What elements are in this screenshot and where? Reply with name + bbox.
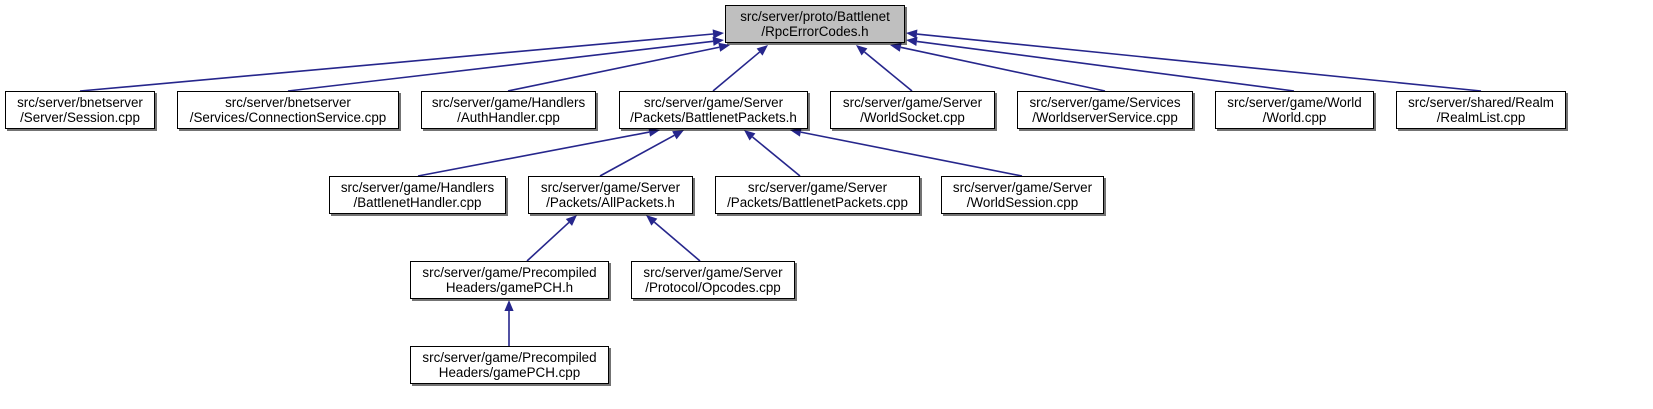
graph-edge-world-to-root [906, 36, 1295, 92]
edge-arrowhead [646, 215, 658, 226]
graph-node-label: src/server/game/Server /WorldSession.cpp [952, 179, 1093, 211]
edge-line [599, 134, 675, 177]
graph-edge-battlenetpackets-h-to-root [712, 45, 768, 92]
edge-arrowhead [856, 45, 868, 56]
graph-node-label: src/server/game/Server /Packets/Battlene… [630, 94, 797, 126]
graph-node-realmlist[interactable]: src/server/shared/Realm /RealmList.cpp [1396, 91, 1566, 129]
graph-node-gamepch-h[interactable]: src/server/game/Precompiled Headers/game… [410, 261, 609, 299]
edge-line [79, 33, 714, 92]
graph-node-label: src/server/bnetserver /Server/Session.cp… [17, 94, 143, 126]
graph-node-worldserverservice[interactable]: src/server/game/Services /WorldserverSer… [1017, 91, 1193, 129]
graph-node-allpackets[interactable]: src/server/game/Server /Packets/AllPacke… [528, 176, 693, 214]
graph-node-label: src/server/game/Server /Packets/AllPacke… [540, 179, 681, 211]
edge-line [863, 51, 913, 92]
edge-arrowhead [890, 42, 902, 52]
edge-line [800, 131, 1023, 177]
graph-node-authhandler[interactable]: src/server/game/Handlers /AuthHandler.cp… [421, 91, 596, 129]
graph-node-label: src/server/game/Server /WorldSocket.cpp [842, 94, 983, 126]
graph-edge-allpackets-to-battlenetpackets-h [599, 130, 684, 177]
edge-arrowhead [906, 36, 918, 46]
graph-node-bnet-connectionservice[interactable]: src/server/bnetserver /Services/Connecti… [177, 91, 399, 129]
graph-edge-bnet-session-to-root [79, 29, 724, 92]
graph-node-label: src/server/game/Handlers /BattlenetHandl… [340, 179, 495, 211]
graph-node-root[interactable]: src/server/proto/Battlenet /RpcErrorCode… [725, 5, 905, 43]
graph-edge-gamepch-cpp-to-gamepch-h [504, 300, 514, 346]
graph-node-label: src/server/bnetserver /Services/Connecti… [189, 94, 387, 126]
graph-node-label: src/server/game/Server /Packets/Battlene… [727, 179, 908, 211]
graph-edge-battlenetpackets-cpp-to-battlenetpackets-h [744, 130, 801, 177]
graph-node-worldsocket[interactable]: src/server/game/Server /WorldSocket.cpp [830, 91, 995, 129]
graph-edge-worldsession-to-battlenetpackets-h [790, 127, 1023, 177]
graph-node-label: src/server/game/World /World.cpp [1227, 94, 1362, 126]
graph-node-opcodes[interactable]: src/server/game/Server /Protocol/Opcodes… [631, 261, 795, 299]
graph-node-label: src/server/proto/Battlenet /RpcErrorCode… [740, 8, 890, 40]
graph-node-worldsession[interactable]: src/server/game/Server /WorldSession.cpp [941, 176, 1104, 214]
edge-line [916, 33, 1482, 92]
graph-node-battlenethandler[interactable]: src/server/game/Handlers /BattlenetHandl… [329, 176, 506, 214]
edge-line [417, 131, 650, 177]
edge-line [751, 136, 801, 177]
edge-line [287, 40, 714, 92]
graph-node-label: src/server/game/Handlers /AuthHandler.cp… [431, 94, 586, 126]
graph-edge-worldsocket-to-root [856, 45, 913, 92]
graph-edge-battlenethandler-to-battlenetpackets-h [417, 127, 660, 177]
edge-arrowhead [744, 130, 756, 141]
edge-arrowhead [712, 29, 724, 39]
graph-node-world[interactable]: src/server/game/World /World.cpp [1215, 91, 1374, 129]
graph-edge-authhandler-to-root [507, 42, 730, 92]
graph-node-label: src/server/game/Precompiled Headers/game… [422, 349, 597, 381]
graph-edge-opcodes-to-allpackets [646, 215, 701, 262]
graph-node-battlenetpackets-cpp[interactable]: src/server/game/Server /Packets/Battlene… [715, 176, 920, 214]
graph-node-label: src/server/shared/Realm /RealmList.cpp [1408, 94, 1554, 126]
edge-line [712, 51, 761, 92]
graph-edge-bnet-connectionservice-to-root [287, 36, 724, 92]
graph-node-label: src/server/game/Server /Protocol/Opcodes… [643, 264, 783, 296]
edge-arrowhead [718, 42, 730, 52]
edge-arrowhead [756, 45, 768, 56]
graph-node-label: src/server/game/Precompiled Headers/game… [422, 264, 597, 296]
edge-line [653, 221, 701, 262]
graph-edge-worldserverservice-to-root [890, 42, 1106, 92]
edge-arrowhead [504, 300, 514, 311]
graph-node-bnet-session[interactable]: src/server/bnetserver /Server/Session.cp… [5, 91, 155, 129]
graph-node-label: src/server/game/Services /WorldserverSer… [1029, 94, 1181, 126]
edge-arrowhead [906, 29, 918, 39]
graph-node-battlenetpackets-h[interactable]: src/server/game/Server /Packets/Battlene… [619, 91, 808, 129]
edge-arrowhead [672, 130, 684, 140]
edge-line [526, 221, 570, 262]
edge-line [900, 46, 1106, 92]
edge-line [916, 40, 1295, 92]
edge-line [507, 46, 720, 92]
graph-edge-gamepch-h-to-allpackets [526, 215, 577, 262]
edge-arrowhead [565, 215, 577, 226]
edge-arrowhead [712, 36, 724, 46]
graph-node-gamepch-cpp[interactable]: src/server/game/Precompiled Headers/game… [410, 346, 609, 384]
graph-edge-realmlist-to-root [906, 29, 1482, 92]
